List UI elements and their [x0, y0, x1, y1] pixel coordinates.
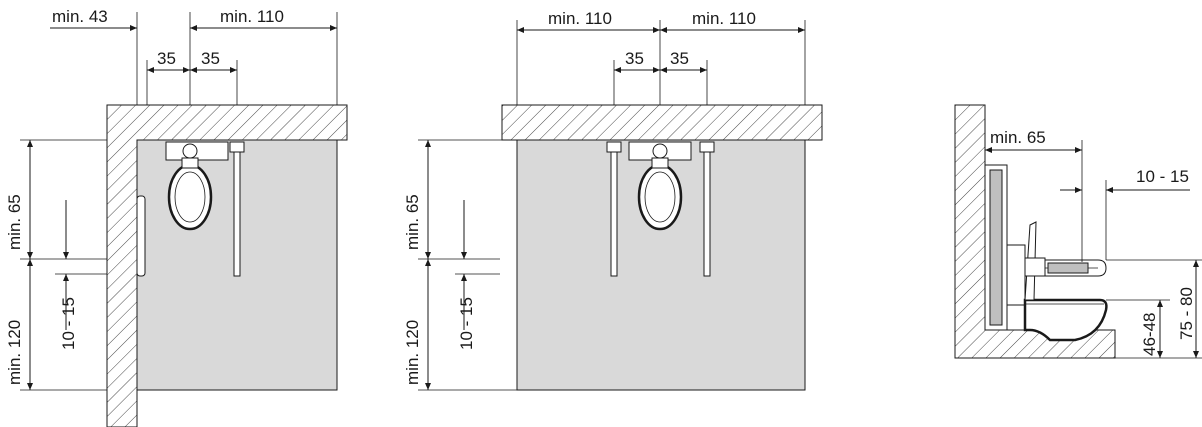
- middle-dim-35a: 35: [625, 49, 644, 68]
- left-toilet-neck: [181, 157, 199, 169]
- left-flush-button-icon: [182, 143, 198, 159]
- middle-dim-min120: min. 120: [403, 320, 422, 385]
- middle-dim-min65: min. 65: [403, 194, 422, 250]
- middle-dim-35b: 35: [670, 49, 689, 68]
- middle-dim-min110b: min. 110: [692, 9, 756, 28]
- left-dim-35b: 35: [201, 49, 220, 68]
- left-dim-min110: min. 110: [220, 7, 284, 26]
- left-dim-min120: min. 120: [5, 320, 24, 385]
- side-dim-min65: min. 65: [990, 128, 1046, 147]
- side-wall-hung-toilet: [1023, 298, 1108, 342]
- left-dim-35a: 35: [157, 49, 176, 68]
- middle-dim-gap: 10 - 15: [457, 297, 476, 350]
- left-dim-min43: min. 43: [52, 7, 108, 26]
- middle-flush-button-icon: [652, 143, 668, 159]
- side-mounting-plate: [1006, 244, 1026, 306]
- left-rail-mount: [229, 141, 245, 153]
- left-toilet-seat: [174, 171, 206, 223]
- left-dim-min65: min. 65: [5, 194, 24, 250]
- side-rail-grip: [1047, 262, 1089, 274]
- side-elevation-view: min. 65 10 - 15 46-48 75 - 80: [954, 104, 1202, 359]
- middle-folding-grab-rail-left: [610, 151, 618, 277]
- side-dim-rail-height: 75 - 80: [1177, 287, 1196, 340]
- middle-folding-grab-rail-right: [703, 151, 711, 277]
- side-frame-panel: [989, 169, 1003, 326]
- middle-toilet-neck: [651, 157, 669, 169]
- middle-plan-view: min. 110 min. 110 35 35 min. 65 min. 120…: [403, 9, 823, 391]
- middle-rail-mount-left: [606, 141, 622, 153]
- middle-back-wall: [501, 104, 823, 141]
- middle-dim-min110a: min. 110: [548, 9, 612, 28]
- left-plan-view: min. 43 min. 110 35 35 min. 65 min. 120 …: [5, 7, 348, 427]
- left-wall-grab-bar: [136, 195, 146, 277]
- left-folding-grab-rail: [233, 151, 241, 277]
- side-rail-bracket: [1024, 257, 1046, 277]
- middle-rail-mount-right: [699, 141, 715, 153]
- left-dim-gap: 10 - 15: [59, 297, 78, 350]
- middle-toilet-seat: [644, 171, 676, 223]
- side-dim-seat-height: 46-48: [1140, 313, 1159, 356]
- side-dim-gap: 10 - 15: [1136, 167, 1189, 186]
